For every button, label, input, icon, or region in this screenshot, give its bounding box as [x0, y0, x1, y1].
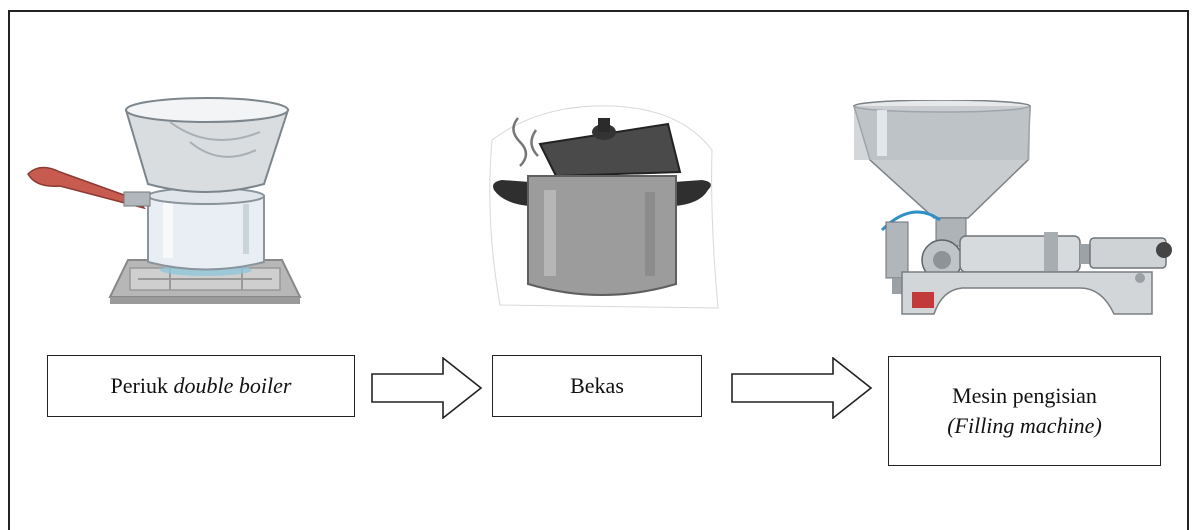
- double-boiler-image: [20, 92, 310, 314]
- step-label-filling-machine: Mesin pengisian: [952, 383, 1097, 409]
- step-box-double-boiler: Periuk double boiler: [47, 355, 355, 417]
- step-box-filling-machine: Mesin pengisian (Filling machine): [888, 356, 1161, 466]
- arrow-right-icon: [371, 357, 483, 419]
- step-label-double-boiler: Periuk double boiler: [110, 373, 292, 399]
- arrow-right-icon: [731, 357, 873, 419]
- step-label-bekas: Bekas: [570, 373, 624, 399]
- cooking-pot-image: [480, 100, 725, 315]
- step-label-double-boiler-italic: double boiler: [173, 373, 292, 399]
- filling-machine-image: [852, 100, 1178, 315]
- step-box-bekas: Bekas: [492, 355, 702, 417]
- diagram-frame: [8, 10, 1189, 530]
- step-label-filling-machine-english: (Filling machine): [947, 413, 1102, 438]
